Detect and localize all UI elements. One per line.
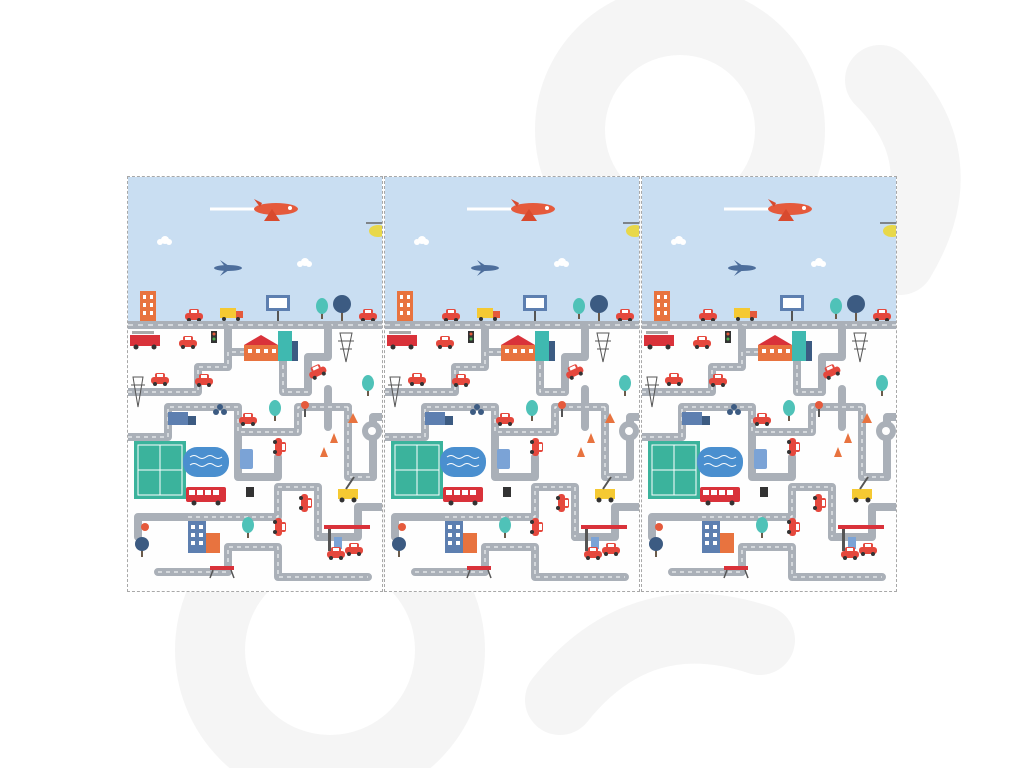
mat-panel [127,176,383,592]
mat-panel [641,176,897,592]
play-mat [127,176,897,592]
mat-panel [384,176,640,592]
